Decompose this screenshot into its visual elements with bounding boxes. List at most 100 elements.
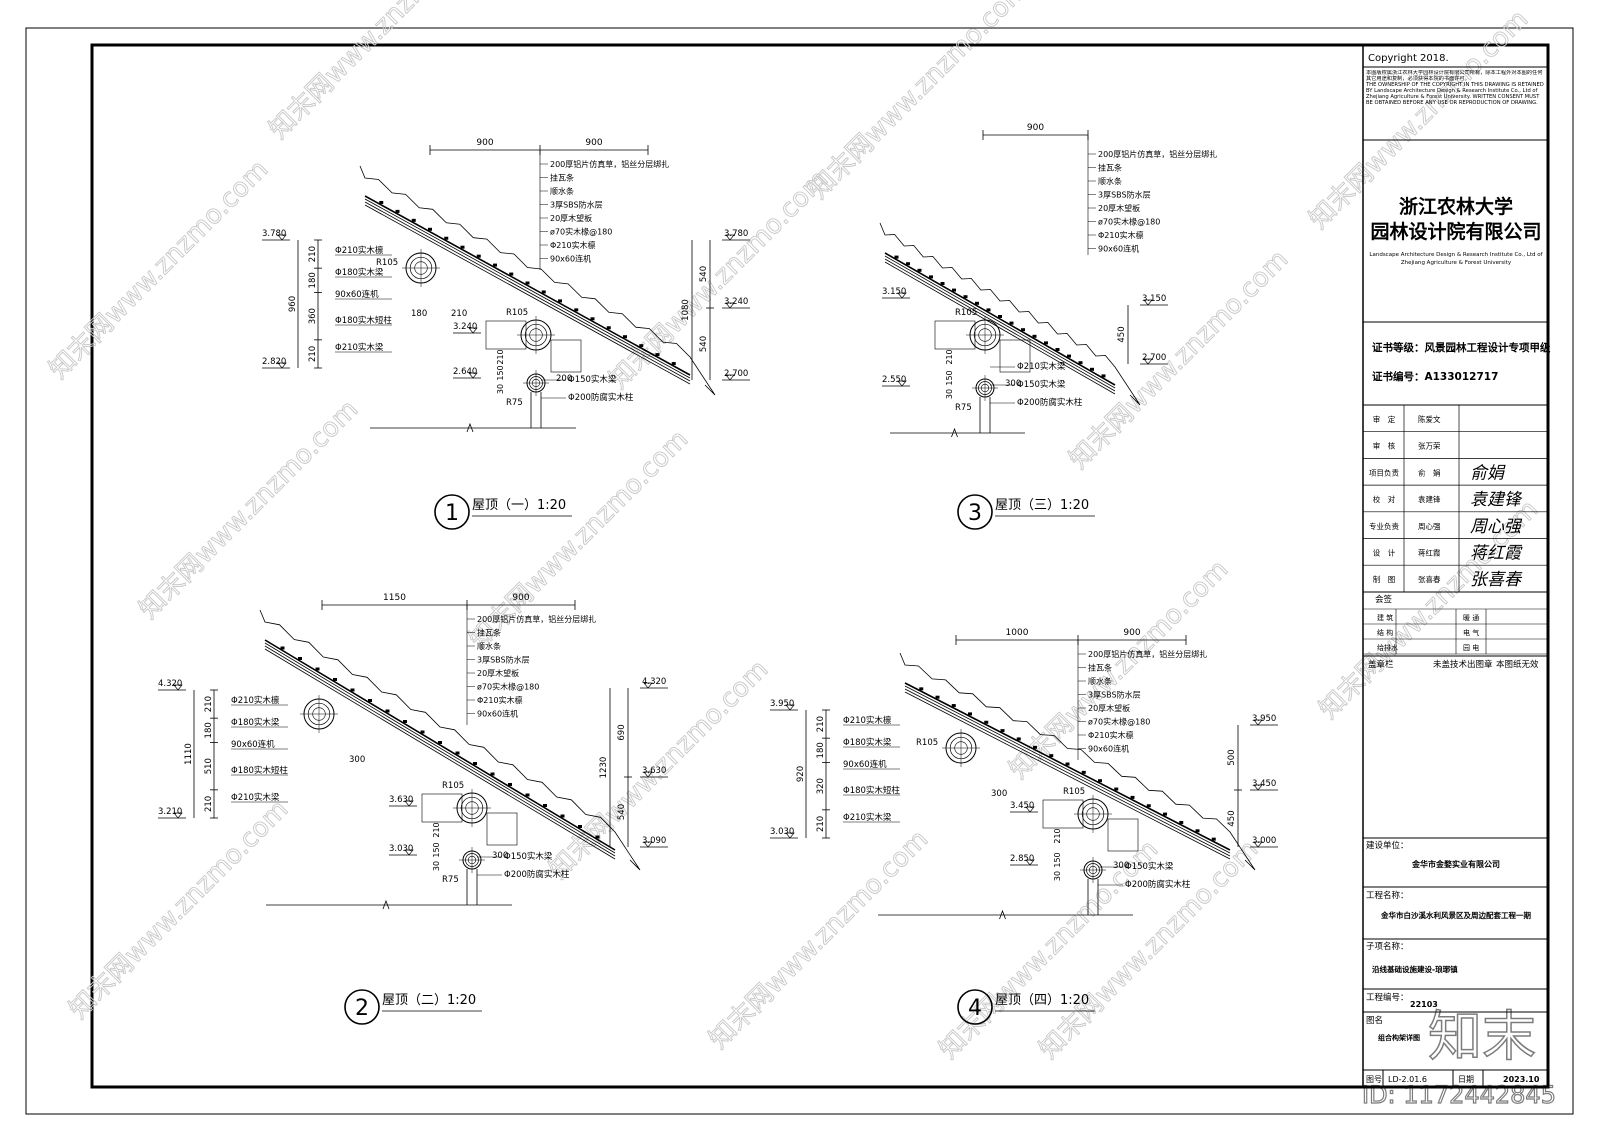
elev-right-top-marker: [725, 234, 735, 241]
drawing-name-value: 组合构架详图: [1378, 1033, 1420, 1042]
layer-label-6: ø70实木椽@180: [1098, 217, 1160, 227]
left-label-4: Φ180实木短柱: [335, 315, 392, 326]
tile-batten: [1163, 812, 1167, 816]
tile-batten: [935, 695, 940, 699]
layer-label-7: Φ210实木檩: [477, 695, 523, 705]
project-label: 工程名称：: [1366, 890, 1409, 901]
detail-number-circle: [344, 989, 380, 1025]
tile-batten: [1195, 829, 1200, 833]
huiqian-b-1: 暖 通: [1463, 613, 1479, 622]
layer-label-5: 20厚木望板: [1088, 703, 1130, 713]
tile-batten: [473, 762, 477, 765]
tile-batten: [438, 741, 442, 744]
beam-outline: [1107, 818, 1139, 852]
elev-left-top-marker: [277, 234, 287, 241]
vdim-right-total: 1230: [599, 757, 609, 779]
elev-right-bottom-marker: [1143, 358, 1153, 365]
vdim-right-total: 1080: [681, 299, 691, 321]
vdim-right-1: 690: [617, 724, 627, 740]
left-label-5: Φ210实木梁: [231, 792, 280, 803]
detail-title: 屋顶（四）1:20: [995, 993, 1089, 1008]
elev-right-bottom: 2.700: [724, 369, 748, 379]
right-label-2: Φ200防腐实木柱: [568, 392, 634, 403]
radius-mid: R105: [955, 308, 977, 318]
break-symbol: [466, 422, 474, 433]
vdim-left-total: 960: [288, 296, 298, 312]
layer-label-5: 20厚木望板: [477, 668, 519, 678]
elev-mid-marker: [468, 327, 478, 334]
layer-label-7: Φ210实木檩: [1098, 230, 1144, 240]
roof-layer: [904, 691, 1231, 860]
detail-number-circle: [957, 989, 993, 1025]
watermark-text: 知末网www.znzmo.com: [704, 824, 935, 1055]
grass-thatch-edge: [879, 222, 1141, 406]
tile-batten: [1000, 729, 1005, 733]
left-label-3: 90x60连机: [231, 739, 275, 750]
elev-right-mid-marker: [1253, 784, 1263, 791]
tile-batten: [1130, 795, 1135, 799]
layer-label-4: 3厚SBS防水层: [1088, 690, 1141, 700]
drawing-no-label: 图号: [1366, 1075, 1382, 1084]
tile-batten: [1065, 762, 1070, 766]
tile-batten: [917, 268, 922, 272]
roof-layer: [264, 642, 616, 854]
elev-right-mid: 3.450: [1252, 779, 1276, 789]
roof-layer: [904, 682, 1231, 851]
layer-label-4: 3厚SBS防水层: [550, 200, 603, 210]
tile-batten: [385, 709, 390, 713]
elev-low-marker: [468, 372, 478, 379]
tile-batten: [460, 245, 465, 249]
left-label-2: Φ180实木梁: [231, 717, 280, 728]
vdim-210: 210: [432, 822, 441, 837]
elev-low-marker: [1025, 859, 1035, 866]
tile-batten: [1049, 754, 1054, 758]
tile-batten: [1021, 328, 1025, 332]
elev-left-bottom: 3.030: [770, 827, 794, 837]
tile-batten: [350, 688, 355, 692]
tile-batten: [315, 667, 320, 671]
signature-4: 袁建锋: [1470, 490, 1523, 510]
watermark-text: 知末网www.znzmo.com: [64, 794, 295, 1025]
signoff-table: 审 定陈爱文审 核张万荣项目负责俞 娟俞娟校 对袁建锋袁建锋专业负责周心强周心强…: [1363, 404, 1548, 592]
tile-batten: [590, 317, 595, 321]
vdim-150: 150: [496, 365, 505, 380]
left-label-1: Φ210实木檩: [335, 245, 384, 256]
roof-layer: [364, 198, 691, 379]
vdim-150: 150: [432, 842, 441, 857]
roof-layer: [364, 204, 691, 385]
elev-low-marker: [404, 849, 414, 856]
huiqian-b-3: 园 电: [1463, 643, 1479, 652]
layer-label-5: 20厚木望板: [550, 213, 592, 223]
vdim-right-2: 450: [1227, 810, 1237, 826]
tile-batten: [1033, 745, 1037, 749]
top-dim-2: 900: [512, 593, 529, 603]
vdim-left-total: 1110: [184, 743, 194, 765]
layer-label-6: ø70实木椽@180: [1088, 717, 1150, 727]
drawing-no-value: LD-2.01.6: [1388, 1075, 1427, 1084]
tile-batten: [525, 281, 530, 285]
elev-left-bottom-marker: [785, 832, 795, 839]
signature-6: 蒋红霞: [1470, 544, 1523, 564]
tile-batten: [574, 308, 579, 312]
tile-batten: [543, 804, 547, 807]
right-label-2: Φ200防腐实木柱: [1125, 879, 1191, 890]
roof-layer: [904, 685, 1231, 854]
vdim-right-1: 500: [1227, 749, 1237, 765]
elev-mid: 3.240: [453, 322, 477, 332]
tile-batten: [1009, 321, 1014, 325]
brand-logo: 知末: [1428, 1005, 1536, 1068]
elev-low: 3.030: [389, 844, 413, 854]
vdim-right-1: 540: [699, 266, 709, 282]
elev-left-top-marker: [785, 704, 795, 711]
tile-batten: [444, 236, 449, 240]
signoff-role-2: 审 核: [1373, 441, 1396, 451]
date-label: 日期: [1458, 1075, 1474, 1084]
elev-left-bottom-marker: [277, 362, 287, 369]
detail-number-circle: [957, 494, 993, 530]
vdim-150: 150: [1053, 852, 1062, 867]
detail-title: 屋顶（一）1:20: [472, 498, 566, 513]
tile-batten: [560, 814, 565, 818]
elev-low: 2.550: [882, 375, 906, 385]
dim-200: 300: [492, 851, 508, 861]
